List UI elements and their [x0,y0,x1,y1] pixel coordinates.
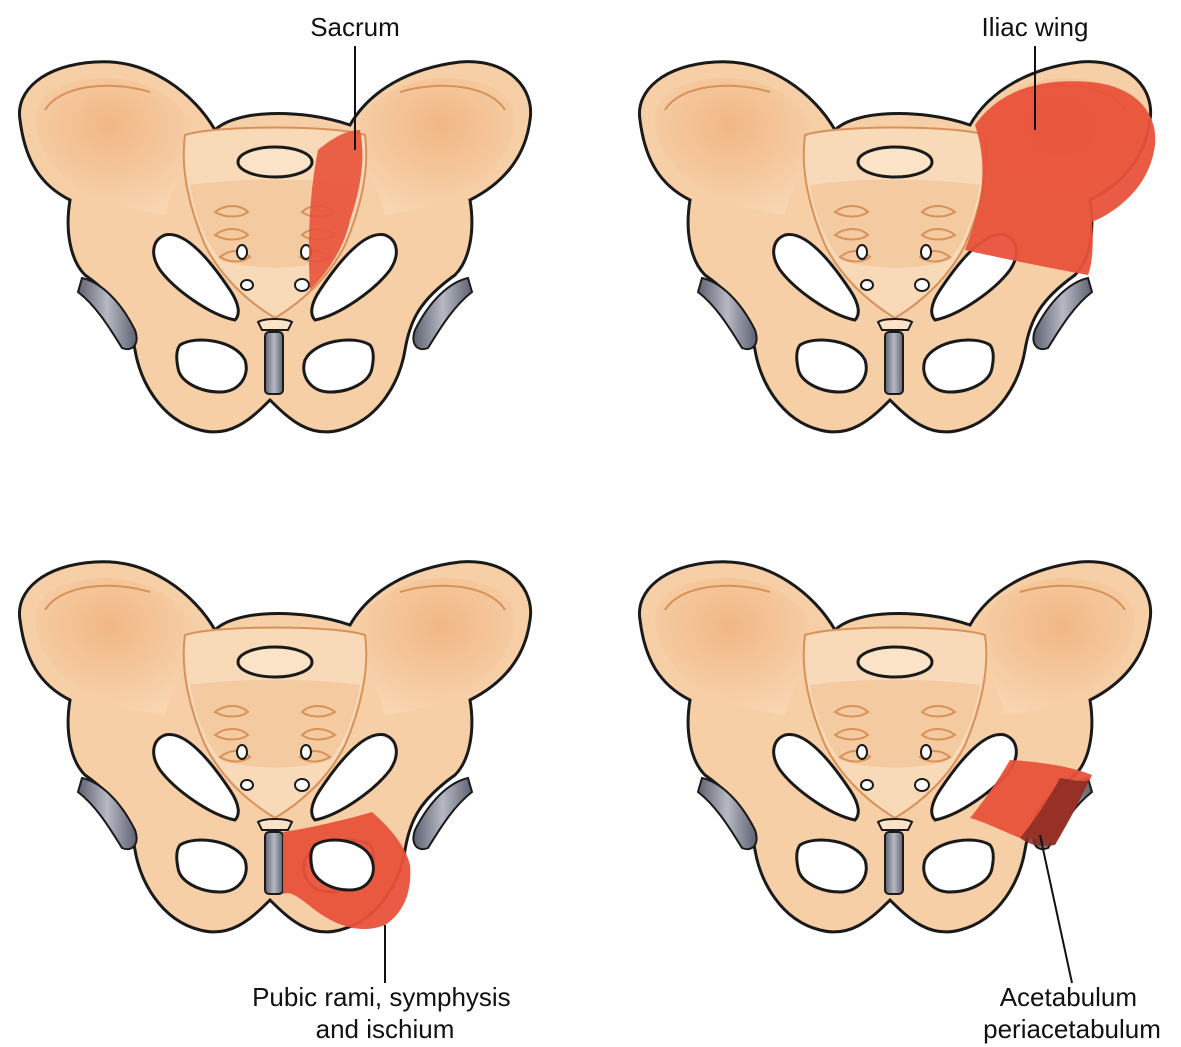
acetabulum-leader [1040,835,1072,983]
sacrum-label: Sacrum [310,12,400,42]
acetabulum-label: Acetabulum periacetabulum [983,982,1161,1044]
pubic-label: Pubic rami, symphysis and ischium [252,982,518,1044]
panel-sacrum: Sacrum [19,12,530,432]
panel-iliac-wing: Iliac wing [639,12,1155,432]
iliac-wing-highlight [965,81,1155,275]
panel-pubic: Pubic rami, symphysis and ischium [19,562,530,1044]
iliac-wing-label: Iliac wing [982,12,1089,42]
panel-acetabulum: Acetabulum periacetabulum [639,562,1160,1044]
